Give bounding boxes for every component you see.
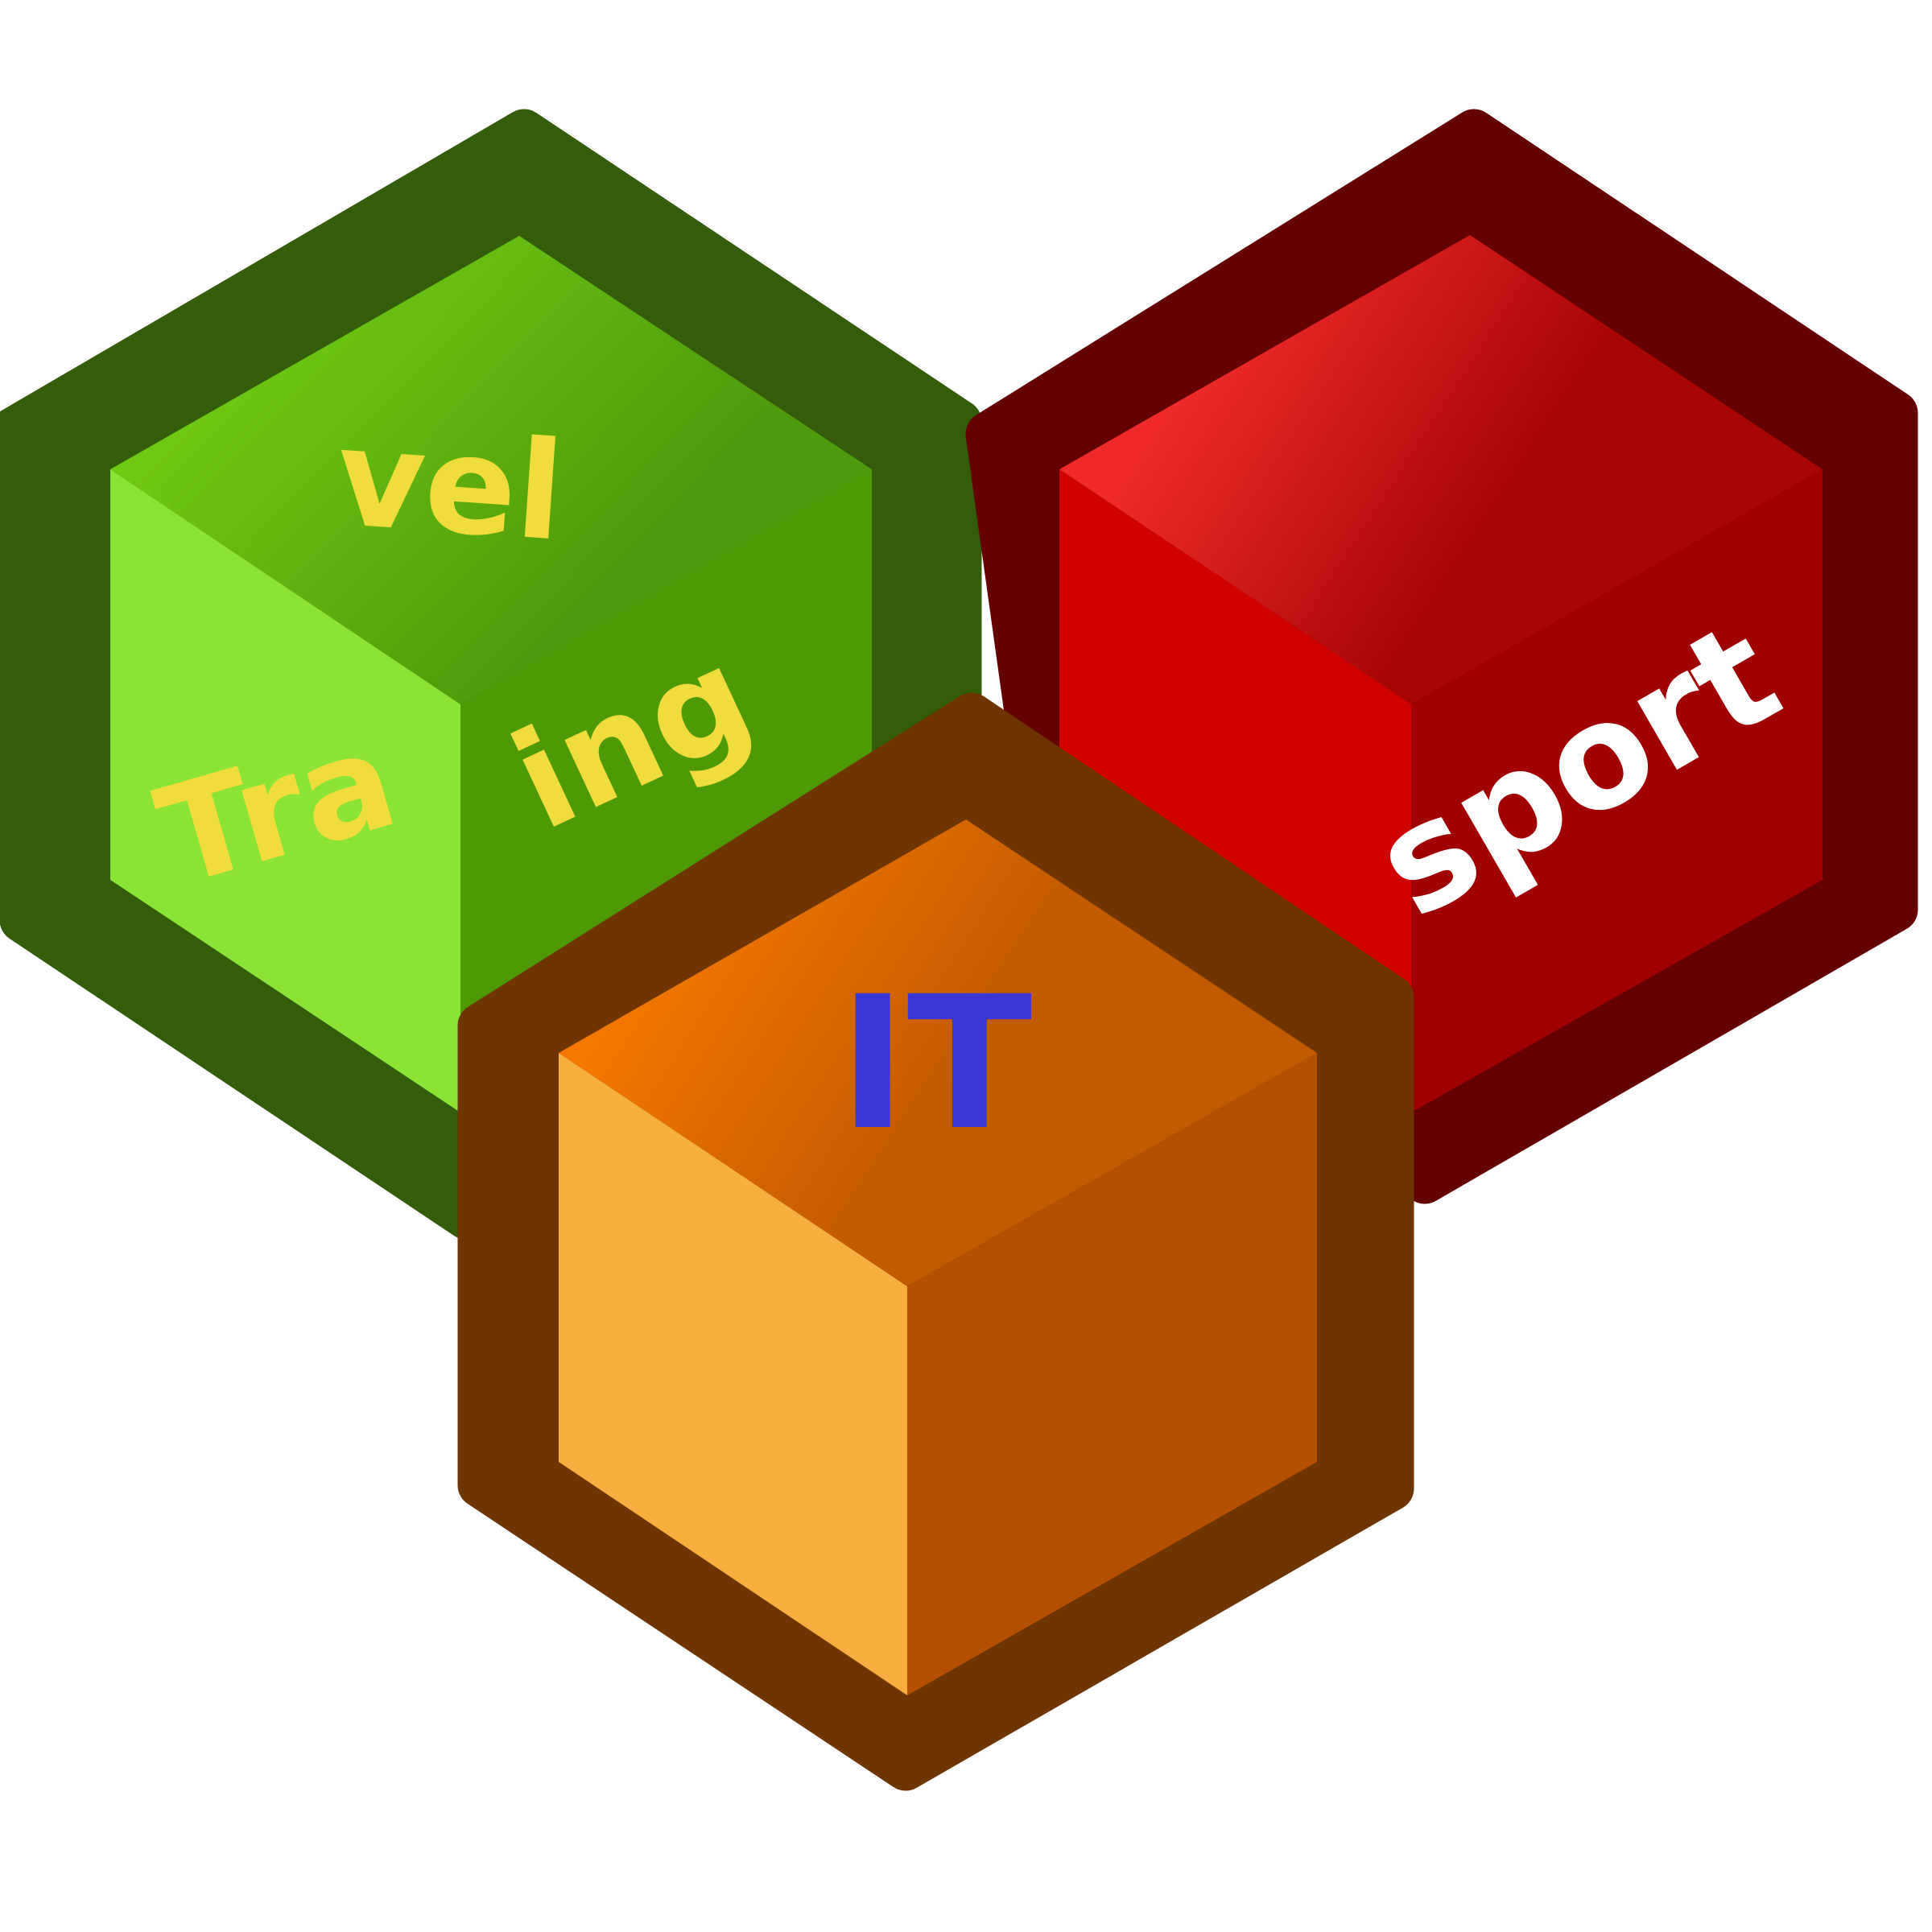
green-top-label: vel	[332, 398, 568, 572]
red-cube-right-face	[1411, 469, 1823, 1113]
red-cube-top-face	[1059, 235, 1823, 704]
orange-cube-top-face	[559, 819, 1317, 1286]
red-cube: sport	[965, 109, 1918, 1204]
green-cube-top-face	[110, 236, 872, 704]
green-cube-left-face	[110, 469, 460, 1113]
orange-cube: IT	[457, 692, 1414, 1791]
orange-top-label: IT	[839, 956, 1032, 1170]
orange-cube-left-face	[559, 1053, 907, 1695]
orange-cube-right-face	[907, 1053, 1317, 1695]
